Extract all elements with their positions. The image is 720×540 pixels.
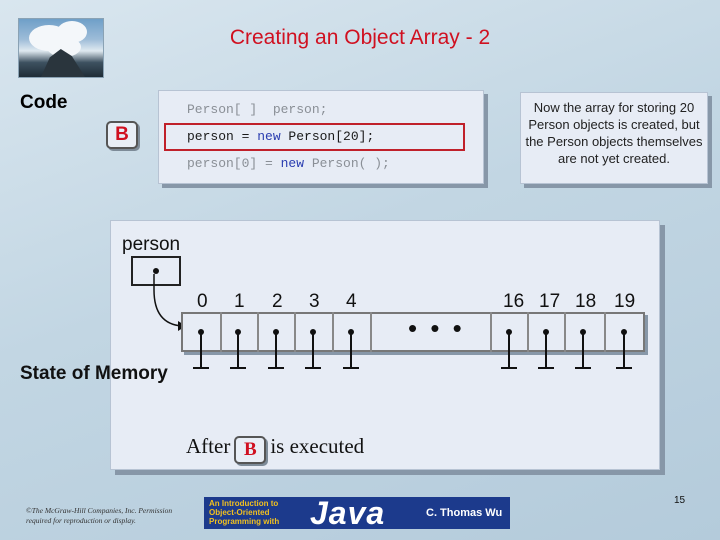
null-slot-stem: [545, 332, 547, 368]
ellipsis: • • •: [408, 313, 465, 343]
null-slot-stem: [508, 332, 510, 368]
null-ground-symbol: [501, 367, 517, 369]
banner-java: Java: [310, 497, 386, 529]
null-slot-stem: [623, 332, 625, 368]
copyright-notice: ©The McGraw-Hill Companies, Inc. Permiss…: [26, 506, 173, 525]
highlighted-line-frame: [164, 123, 465, 151]
code-label: Code: [20, 92, 68, 113]
null-slot-stem: [275, 332, 277, 368]
index-label: 18: [575, 291, 597, 312]
slide-title: Creating an Object Array - 2: [229, 26, 491, 49]
state-of-memory-label: State of Memory: [20, 363, 168, 384]
null-ground-symbol: [575, 367, 591, 369]
banner-author: C. Thomas Wu: [426, 507, 503, 519]
cover-photo: [18, 18, 104, 78]
b-marker-badge: B: [234, 436, 267, 464]
variable-label: person: [122, 234, 181, 255]
array-cell-divider: [257, 312, 259, 352]
null-slot-stem: [237, 332, 239, 368]
array-cell-divider: [604, 312, 606, 352]
null-slot-stem: [200, 332, 202, 368]
index-label: 2: [272, 291, 283, 312]
index-label: 3: [309, 291, 320, 312]
null-ground-symbol: [343, 367, 359, 369]
array-cell-divider: [220, 312, 222, 352]
code-line-1: Person[ ] person;: [187, 102, 328, 117]
array-cell-divider: [527, 312, 529, 352]
null-ground-symbol: [193, 367, 209, 369]
null-ground-symbol: [268, 367, 284, 369]
index-label: 4: [346, 291, 357, 312]
null-slot-stem: [350, 332, 352, 368]
null-ground-symbol: [305, 367, 321, 369]
index-label: 0: [197, 291, 208, 312]
variable-box: [131, 256, 181, 286]
array-cell-divider: [564, 312, 566, 352]
null-ground-symbol: [230, 367, 246, 369]
explanation-note: Now the array for storing 20 Person obje…: [520, 92, 708, 184]
null-slot-stem: [312, 332, 314, 368]
book-banner: An Introduction to Object-Oriented Progr…: [204, 497, 510, 529]
null-ground-symbol: [538, 367, 554, 369]
index-label: 1: [234, 291, 245, 312]
index-label: 17: [539, 291, 561, 312]
array-cell-divider: [294, 312, 296, 352]
null-slot-stem: [582, 332, 584, 368]
reference-dot: [153, 268, 159, 274]
code-line-3: person[0] = new Person( );: [187, 156, 390, 171]
index-label: 19: [614, 291, 636, 312]
null-ground-symbol: [616, 367, 632, 369]
array-cell-divider: [490, 312, 492, 352]
code-box: Person[ ] person; person = new Person[20…: [158, 90, 484, 184]
array-cell-divider: [370, 312, 372, 352]
index-label: 16: [503, 291, 525, 312]
b-marker-badge: B: [106, 121, 138, 149]
banner-subtitle: An Introduction to Object-Oriented Progr…: [209, 499, 280, 526]
code-line-2: person = new Person[20];: [187, 129, 375, 144]
page-number: 15: [674, 495, 686, 506]
array-cell-divider: [332, 312, 334, 352]
